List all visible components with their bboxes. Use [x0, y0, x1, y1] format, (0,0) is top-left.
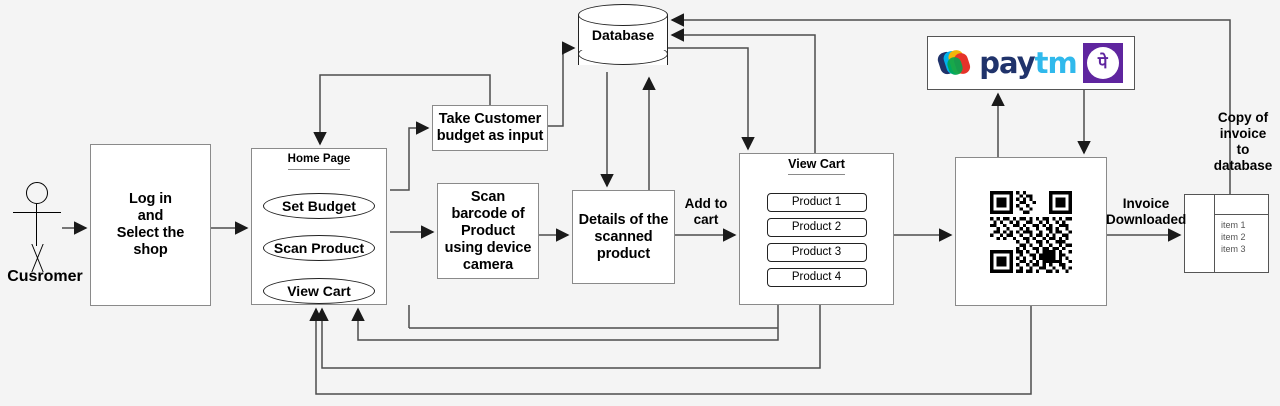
- edge-label-copy-to-database: Copy of invoice to database: [1206, 110, 1280, 174]
- home-page-header: Home Page: [287, 149, 351, 170]
- add-to-cart-line-2: cart: [693, 212, 719, 227]
- view-cart-header: View Cart: [788, 154, 845, 175]
- paytm-word-dark: pay: [979, 45, 1035, 80]
- edge-viewcart-to-database: [670, 28, 816, 153]
- scan-line-5: camera: [462, 256, 514, 273]
- edge-label-add-to-cart: Add to cart: [676, 196, 736, 228]
- invoice-divider: [1214, 195, 1215, 272]
- copy-line-1: Copy of: [1217, 110, 1269, 125]
- node-login-select-shop[interactable]: Log in and Select the shop: [90, 144, 211, 306]
- node-database[interactable]: Database: [578, 4, 668, 76]
- node-qr-code[interactable]: [955, 157, 1107, 306]
- actor-head: [26, 182, 48, 204]
- database-label: Database: [591, 27, 655, 43]
- phonepe-logo-icon[interactable]: पे: [1082, 43, 1123, 83]
- edge-takebudget-to-database: [548, 41, 576, 127]
- login-line-1: Log in: [129, 191, 172, 207]
- home-option-scan-product[interactable]: Scan Product: [263, 235, 375, 261]
- invoice-downloaded-line-2: Downloaded: [1106, 212, 1187, 227]
- home-option-set-budget[interactable]: Set Budget: [263, 193, 375, 219]
- edge-viewcart-back-to-homepage: [351, 305, 779, 341]
- cart-item[interactable]: Product 1: [766, 192, 867, 212]
- qr-code-icon: [990, 190, 1072, 273]
- cart-item[interactable]: Product 4: [766, 267, 867, 287]
- node-product-details[interactable]: Details of the scanned product: [572, 190, 675, 284]
- login-line-2: and: [137, 208, 164, 224]
- cart-item[interactable]: Product 2: [766, 217, 867, 237]
- actor-label: Cusromer: [7, 268, 83, 285]
- login-line-3: Select the: [116, 225, 185, 241]
- invoice-item: item 1: [1221, 220, 1246, 230]
- paytm-logo-icon: [936, 48, 973, 78]
- actor-body: [36, 204, 37, 246]
- node-take-customer-budget[interactable]: Take Customer budget as input: [432, 105, 548, 151]
- node-home-page[interactable]: Home Page Set Budget Scan Product View C…: [251, 148, 387, 305]
- scan-line-3: Product: [460, 222, 516, 239]
- actor-customer-icon: [8, 178, 78, 290]
- paytm-word-light: tm: [1034, 45, 1078, 80]
- edge-setbudget-to-takebudget: [390, 121, 430, 191]
- home-option-view-cart[interactable]: View Cart: [263, 278, 375, 304]
- node-scan-barcode[interactable]: Scan barcode of Product using device cam…: [437, 183, 539, 279]
- paytm-wordmark: paytm: [979, 45, 1078, 80]
- details-line-3: product: [596, 245, 651, 262]
- invoice-item: item 3: [1221, 244, 1246, 254]
- edge-viewcart-back-to-homepage-2: [315, 305, 821, 369]
- add-to-cart-line-1: Add to: [684, 196, 728, 211]
- copy-line-2: invoice: [1219, 126, 1267, 141]
- invoice-header-rule: [1214, 214, 1268, 215]
- phonepe-glyph: पे: [1086, 47, 1119, 79]
- copy-line-4: database: [1213, 158, 1273, 173]
- scan-line-4: using device: [444, 239, 532, 256]
- invoice-items: item 1 item 2 item 3: [1221, 219, 1246, 255]
- invoice-item: item 2: [1221, 232, 1246, 242]
- edge-database-to-viewcart: [668, 47, 755, 151]
- login-line-4: shop: [133, 242, 168, 258]
- edge-qr-back-to-homepage: [309, 306, 1032, 395]
- copy-line-3: to: [1236, 142, 1250, 157]
- actor-arms: [13, 212, 61, 213]
- node-invoice-document[interactable]: item 1 item 2 item 3: [1184, 194, 1269, 273]
- node-view-cart[interactable]: View Cart Product 1 Product 2 Product 3 …: [739, 153, 894, 305]
- scan-line-1: Scan: [470, 188, 506, 205]
- database-cylinder-top: [578, 4, 668, 26]
- invoice-downloaded-line-1: Invoice: [1122, 196, 1170, 211]
- take-budget-line-1: Take Customer: [438, 111, 542, 127]
- details-line-1: Details of the: [578, 211, 669, 228]
- cart-item[interactable]: Product 3: [766, 242, 867, 262]
- take-budget-line-2: budget as input: [436, 128, 544, 144]
- edge-label-invoice-downloaded: Invoice Downloaded: [1106, 196, 1186, 228]
- scan-line-2: barcode of: [451, 205, 525, 222]
- details-line-2: scanned: [594, 228, 653, 245]
- node-payment-gateways[interactable]: paytm पे: [927, 36, 1135, 90]
